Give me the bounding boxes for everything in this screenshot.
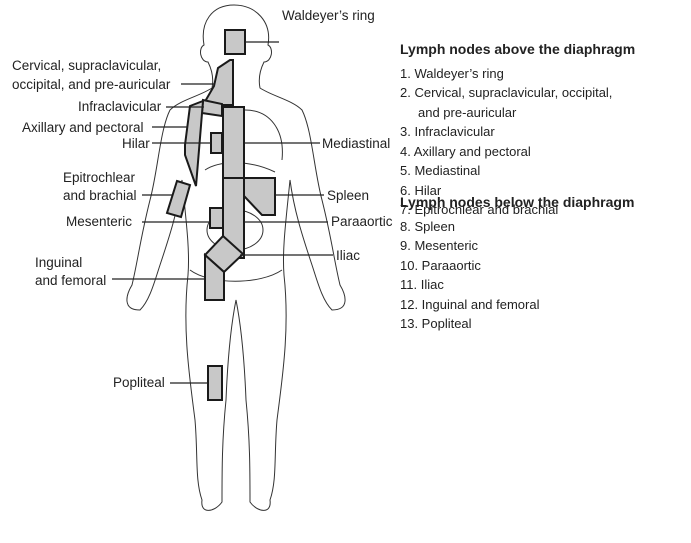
label-infraclavicular: Infraclavicular [78, 99, 162, 114]
node-epitrochlear [165, 179, 192, 219]
node-waldeyers-ring [224, 29, 246, 55]
legend-item: 13. Popliteal [400, 316, 472, 331]
legend-item: 2. Cervical, supraclavicular, occipital, [400, 85, 613, 100]
legend-above-title: Lymph nodes above the diaphragm [400, 41, 636, 57]
legend-item: 12. Inguinal and femoral [400, 296, 540, 312]
node-infraclavicular [200, 98, 223, 118]
legend-item: 1. Waldeyer’s ring [400, 65, 504, 81]
label-mesenteric: Mesenteric [66, 214, 133, 229]
node-popliteal [207, 365, 223, 401]
label-inguinal-line2: and femoral [35, 273, 107, 288]
legend-item: 6. Hilar [400, 182, 442, 198]
label-hilar: Hilar [122, 136, 150, 151]
leader-lines [112, 41, 333, 384]
legend-item: and pre-auricular [418, 104, 517, 120]
label-axillary: Axillary and pectoral [22, 120, 144, 135]
label-spleen: Spleen [327, 188, 370, 203]
legend-item: 11. Iliac [400, 277, 444, 292]
legend-item: 10. Paraaortic [400, 257, 481, 273]
label-waldeyers-ring: Waldeyer’s ring [282, 8, 375, 23]
legend-item: 9. Mesenteric [400, 238, 479, 253]
label-cervical-line1: Cervical, supraclavicular, [12, 58, 162, 73]
legend-item: 4. Axillary and pectoral [400, 143, 531, 159]
label-paraaortic: Paraaortic [331, 214, 393, 229]
legend-item: 7. Epitrochlear and brachial [400, 202, 559, 217]
legend-above-diaphragm: Lymph nodes above the diaphragm 1. Walde… [400, 40, 635, 220]
node-cervical [201, 59, 234, 106]
node-mesenteric [209, 207, 224, 229]
label-epitrochlear-line1: Epitrochlear [63, 170, 136, 185]
label-iliac: Iliac [336, 248, 361, 263]
label-epitrochlear-line2: and brachial [63, 188, 137, 203]
label-inguinal-line1: Inguinal [35, 255, 83, 270]
label-popliteal: Popliteal [113, 375, 165, 390]
legend-below-title: Lymph nodes below the diaphragm [400, 194, 635, 210]
legend-item: 8. Spleen [400, 218, 455, 234]
label-mediastinal: Mediastinal [322, 136, 391, 151]
node-hilar [210, 132, 223, 154]
node-mediastinal [222, 106, 245, 179]
legend-below-diaphragm: Lymph nodes below the diaphragm 8. Splee… [400, 193, 634, 334]
legend-item: 3. Infraclavicular [400, 124, 495, 139]
node-spleen [243, 177, 276, 216]
legend-item: 5. Mediastinal [400, 163, 481, 178]
node-inguinal [204, 252, 225, 301]
label-cervical-line2: occipital, and pre-auricular [12, 77, 171, 92]
